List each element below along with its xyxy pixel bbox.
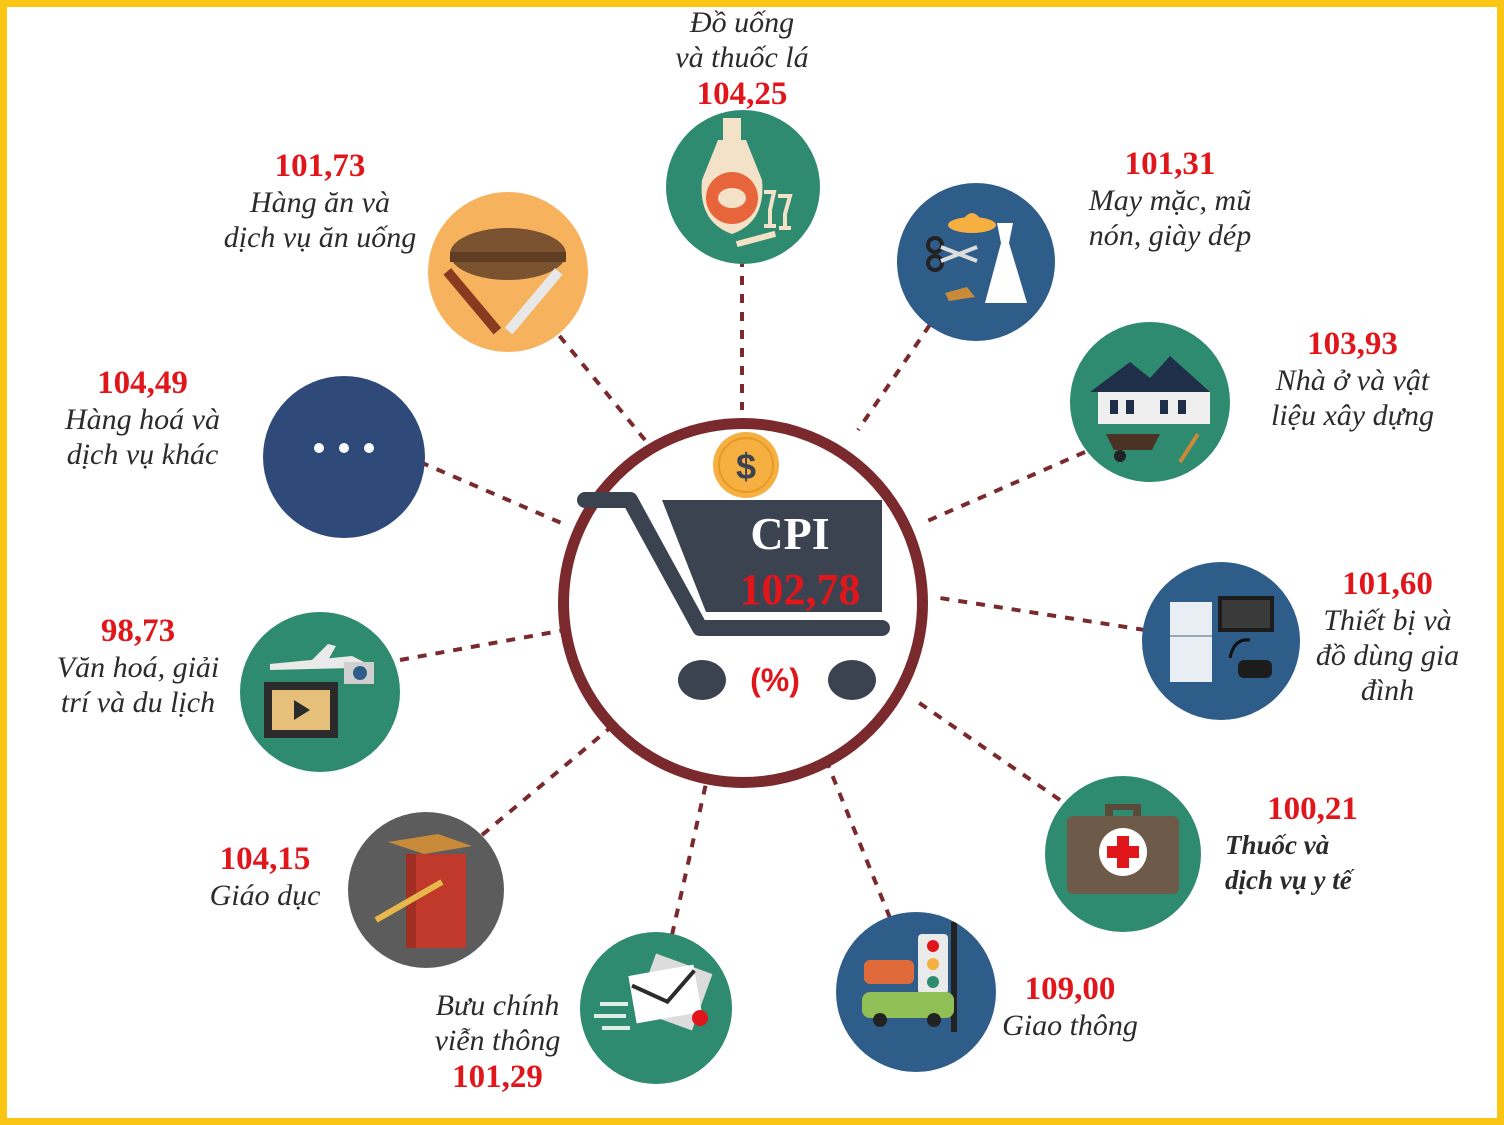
group-name: Thuốc và: [1225, 830, 1330, 860]
book-icon: [348, 812, 504, 968]
group-value: 104,15: [219, 841, 311, 877]
cpi-unit: (%): [750, 662, 800, 698]
group-thiet-bi: 101,60 Thiết bị và đồ dùng gia đình: [1300, 565, 1475, 708]
group-thuoc: 100,21 Thuốc và dịch vụ y tế: [1225, 790, 1400, 898]
cpi-title: CPI: [750, 508, 830, 559]
group-value: 101,60: [1342, 566, 1433, 602]
house-icon: [1070, 322, 1230, 482]
group-may-mac: 101,31 May mặc, mũ nón, giày dép: [1065, 145, 1275, 253]
group-name: Hàng ăn và: [250, 186, 390, 219]
group-name: Giao thông: [1002, 1009, 1138, 1042]
connector-nha-o: [924, 450, 1086, 524]
connector-giao-thong: [816, 739, 892, 919]
group-value: 101,31: [1124, 146, 1216, 182]
group-name: và thuốc lá: [675, 41, 809, 74]
group-name: Văn hoá, giải: [56, 651, 220, 684]
group-van-hoa: 98,73 Văn hoá, giải trí và du lịch: [38, 612, 238, 720]
group-name: Đồ uống: [689, 6, 795, 39]
group-name: Giáo dục: [209, 879, 321, 912]
cpi-value: 102,78: [739, 565, 861, 614]
group-name: Bưu chính: [435, 989, 560, 1022]
group-value: 109,00: [1024, 971, 1116, 1007]
group-name: dịch vụ ăn uống: [223, 221, 417, 254]
traffic-icon: [836, 912, 996, 1072]
group-name: dịch vụ y tế: [1225, 865, 1352, 895]
group-name: May mặc, mũ: [1088, 184, 1252, 217]
group-value: 103,93: [1307, 326, 1398, 362]
group-name: liệu xây dựng: [1271, 399, 1434, 432]
group-buu-chinh: Bưu chính viễn thông 101,29: [410, 988, 585, 1096]
bottle-icon: [666, 110, 820, 264]
travel-icon: [240, 612, 400, 772]
connector-may-mac: [856, 308, 942, 432]
group-name: Hàng hoá và: [65, 403, 220, 436]
appliance-icon: [1142, 562, 1300, 720]
ellipsis-icon: [263, 376, 425, 538]
group-giao-thong: 109,00 Giao thông: [985, 970, 1155, 1043]
dish-icon: [428, 192, 588, 352]
group-name: đình: [1360, 674, 1415, 707]
group-name: Nhà ở và vật: [1275, 364, 1430, 397]
svg-text:$: $: [736, 446, 756, 487]
group-giao-duc: 104,15 Giáo dục: [190, 840, 340, 913]
group-hang-hoa-khac: 104,49 Hàng hoá và dịch vụ khác: [40, 364, 245, 472]
medical-kit-icon: [1045, 776, 1201, 932]
clothing-icon: [897, 183, 1055, 341]
group-nha-o: 103,93 Nhà ở và vật liệu xây dựng: [1245, 325, 1460, 433]
group-value: 98,73: [100, 613, 176, 649]
group-name: viễn thông: [434, 1024, 561, 1057]
group-hang-an: 101,73 Hàng ăn và dịch vụ ăn uống: [205, 147, 435, 255]
connector-hang-an: [546, 320, 647, 442]
group-name: trí và du lịch: [60, 686, 216, 719]
group-value: 101,73: [274, 148, 366, 184]
group-name: dịch vụ khác: [66, 438, 219, 471]
connector-thuoc: [913, 698, 1062, 802]
group-name: nón, giày dép: [1088, 219, 1252, 252]
group-name: đồ dùng gia: [1315, 639, 1460, 672]
group-do-uong: Đồ uống và thuốc lá 104,25: [642, 5, 842, 113]
group-value: 104,49: [97, 365, 188, 401]
group-value: 101,29: [452, 1059, 543, 1095]
coin-icon: [713, 432, 779, 498]
connector-hang-hoa-khac: [419, 460, 567, 527]
mail-icon: [580, 932, 732, 1084]
group-value: 100,21: [1267, 791, 1358, 827]
group-value: 104,25: [696, 76, 788, 112]
group-name: Thiết bị và: [1323, 604, 1452, 637]
